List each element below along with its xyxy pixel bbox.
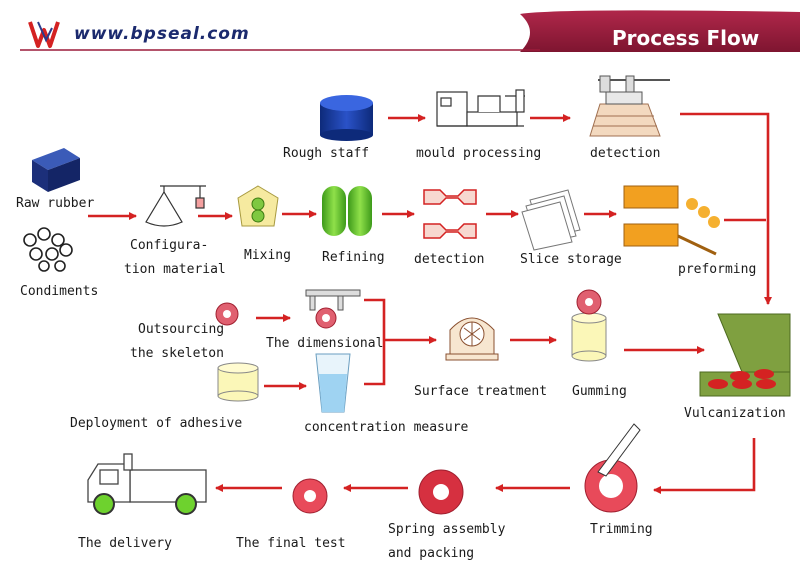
trimming-ring-icon bbox=[584, 423, 641, 513]
raw-rubber-icon bbox=[32, 148, 80, 192]
label-configuration-line1: Configura- bbox=[130, 238, 209, 253]
website-url: www.bpseal.com bbox=[74, 24, 250, 44]
label-detection-top: detection bbox=[590, 146, 661, 161]
refining-rollers-icon bbox=[322, 186, 372, 236]
condiments-icon bbox=[23, 227, 73, 272]
label-condiments: Condiments bbox=[20, 284, 99, 299]
brand-logo-icon bbox=[28, 21, 60, 48]
label-preforming: preforming bbox=[678, 262, 757, 277]
spring-assembly-ring-icon bbox=[418, 469, 464, 515]
label-mould-processing: mould processing bbox=[416, 146, 542, 161]
label-spring-line1: Spring assembly bbox=[388, 522, 506, 537]
label-detection-mid: detection bbox=[414, 252, 485, 267]
label-slice-storage: Slice storage bbox=[520, 252, 622, 267]
label-raw-rubber: Raw rubber bbox=[16, 196, 95, 211]
slice-storage-icon bbox=[521, 189, 581, 251]
label-refining: Refining bbox=[322, 250, 385, 265]
label-spring-line2: and packing bbox=[388, 546, 475, 561]
label-configuration-line2: tion material bbox=[124, 262, 226, 277]
dimensional-caliper-icon bbox=[305, 289, 361, 329]
configuration-scale-icon bbox=[145, 185, 206, 227]
label-gumming: Gumming bbox=[572, 384, 627, 399]
label-deployment-adhesive: Deployment of adhesive bbox=[70, 416, 243, 431]
skeleton-ring-icon bbox=[215, 302, 239, 326]
label-outsourcing-line2: the skeleton bbox=[130, 346, 224, 361]
label-trimming: Trimming bbox=[590, 522, 653, 537]
label-vulcanization: Vulcanization bbox=[684, 406, 786, 421]
label-final-test: The final test bbox=[236, 536, 346, 551]
header-banner bbox=[0, 0, 800, 60]
beaker-icon bbox=[315, 353, 351, 413]
vulcanization-press-icon bbox=[699, 313, 791, 397]
label-outsourcing-line1: Outsourcing bbox=[138, 322, 225, 337]
surface-treatment-icon bbox=[445, 317, 499, 361]
label-surface-treatment: Surface treatment bbox=[414, 384, 548, 399]
detection-samples-icon bbox=[423, 189, 477, 239]
preforming-icon bbox=[623, 185, 720, 256]
label-mixing: Mixing bbox=[244, 248, 291, 263]
page-title: Process Flow bbox=[612, 26, 760, 50]
label-concentration-measure: concentration measure bbox=[304, 420, 469, 435]
mixing-icon bbox=[237, 185, 279, 227]
final-test-ring-icon bbox=[292, 478, 328, 514]
rough-staff-icon bbox=[320, 95, 373, 141]
label-delivery: The delivery bbox=[78, 536, 172, 551]
label-rough-staff: Rough staff bbox=[283, 146, 370, 161]
adhesive-drum-icon bbox=[217, 362, 259, 402]
mould-machine-icon bbox=[436, 89, 525, 127]
truck-icon bbox=[87, 453, 207, 515]
gumming-icon bbox=[571, 289, 607, 362]
detection-gauge-icon bbox=[589, 75, 670, 137]
flow-arrows bbox=[88, 112, 772, 494]
label-dimensional: The dimensional bbox=[266, 336, 384, 351]
